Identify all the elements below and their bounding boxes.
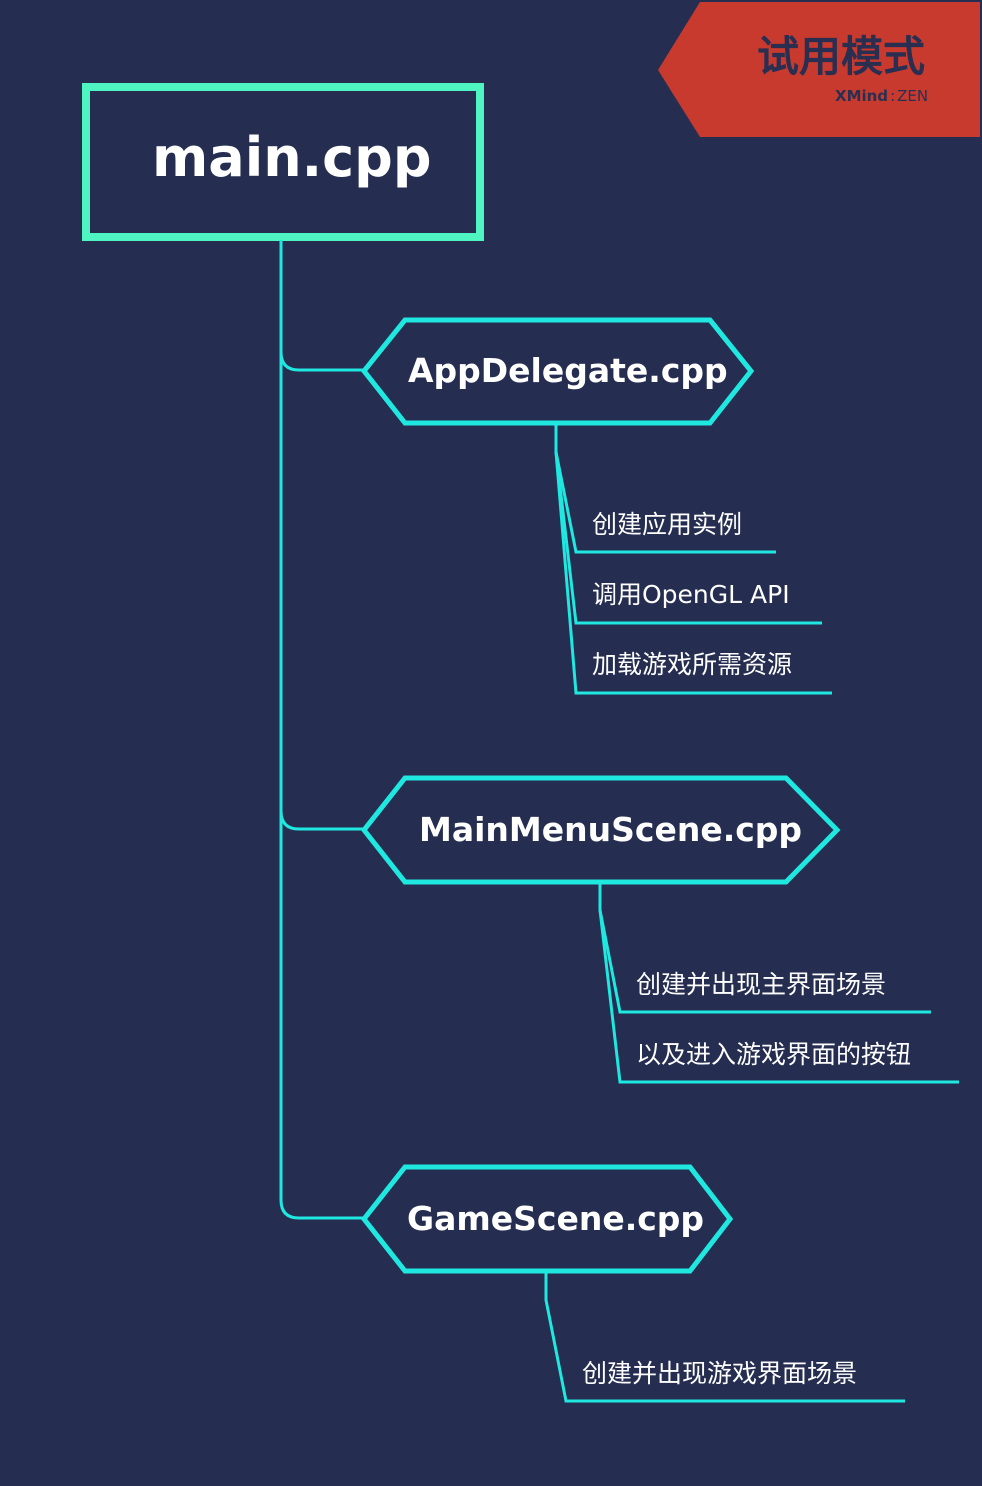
brand-logo: XMind:ZEN — [835, 89, 928, 104]
node-appdelegate-label: AppDelegate.cpp — [408, 351, 728, 390]
trial-mode-badge — [658, 2, 980, 137]
trunk-line — [279, 240, 365, 1220]
leaf-appdelegate-1[interactable]: 创建应用实例 — [592, 510, 743, 539]
connector-appdelegate-child-3 — [554, 451, 832, 695]
brand-light: ZEN — [897, 87, 929, 105]
root-topic-label: main.cpp — [152, 126, 432, 189]
connector-mainmenu-child-1 — [598, 884, 931, 1014]
leaf-appdelegate-3[interactable]: 加载游戏所需资源 — [592, 650, 793, 679]
leaf-mainmenu-1[interactable]: 创建并出现主界面场景 — [636, 970, 887, 999]
node-mainmenuscene-label: MainMenuScene.cpp — [419, 810, 803, 849]
trial-mode-title: 试用模式 — [757, 32, 926, 81]
leaf-mainmenu-2[interactable]: 以及进入游戏界面的按钮 — [636, 1040, 912, 1069]
connector-mainmenu-child-2 — [598, 909, 959, 1084]
node-appdelegate-shape[interactable] — [360, 317, 755, 426]
node-mainmenuscene-shape[interactable] — [360, 775, 841, 885]
root-topic-box[interactable] — [82, 83, 484, 241]
node-gamescene-label: GameScene.cpp — [407, 1199, 705, 1238]
node-gamescene-shape[interactable] — [360, 1164, 734, 1274]
brand-sep: : — [890, 87, 896, 105]
connector-appdelegate-child-1 — [554, 425, 776, 554]
connector-mainmenuscene — [279, 810, 365, 831]
connector-gamescene-child-1 — [544, 1273, 905, 1403]
connector-appdelegate-child-2 — [554, 451, 822, 625]
brand-bold: XMind — [835, 87, 889, 105]
connector-appdelegate — [279, 351, 365, 372]
leaf-gamescene-1[interactable]: 创建并出现游戏界面场景 — [582, 1359, 858, 1388]
leaf-appdelegate-2[interactable]: 调用OpenGL API — [592, 580, 790, 609]
